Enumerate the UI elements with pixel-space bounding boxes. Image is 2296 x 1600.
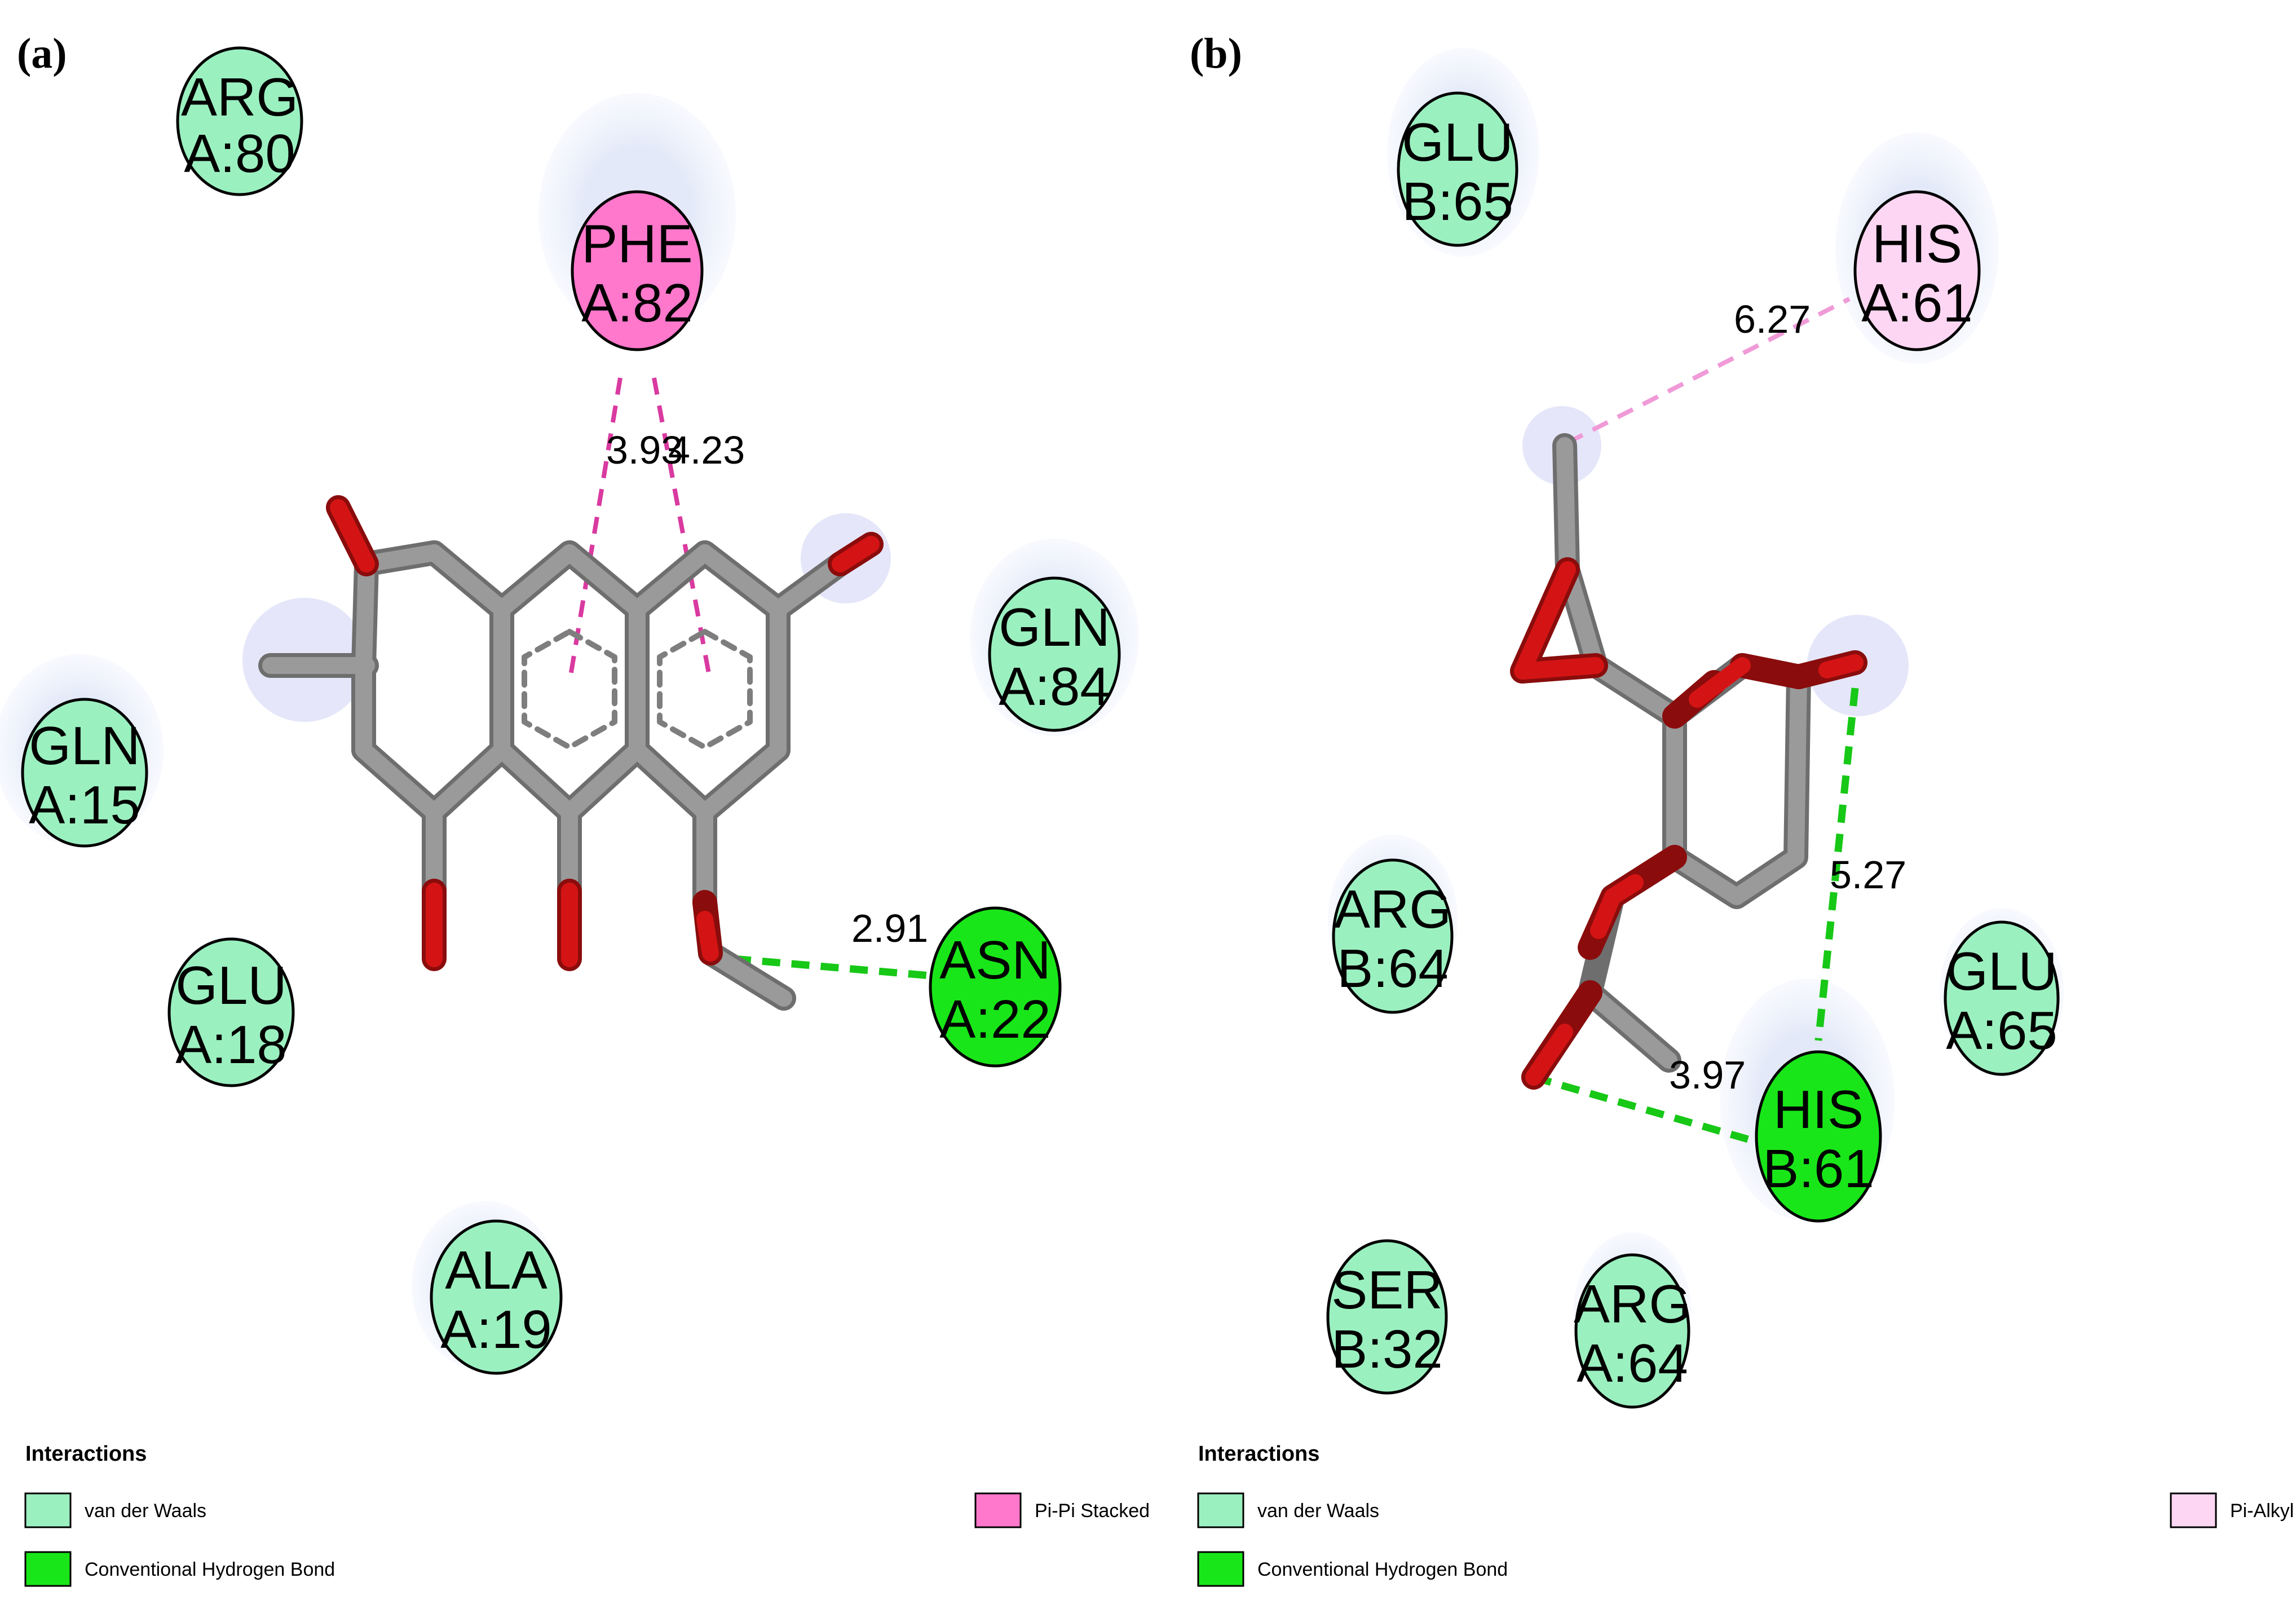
residue-glu65b-name: GLU [1402,112,1513,173]
residue-his61b: HIS B:61 [1755,1050,1882,1223]
molecule-a [258,495,884,1011]
legend-b: Interactions van der Waals Conventional … [1197,1442,2294,1587]
distance-label-hbond-a: 2.91 [851,906,928,950]
residue-gln15-id: A:15 [29,775,140,835]
residue-his61a: HIS A:61 [1853,190,1981,351]
residue-glu18: GLU A:18 [167,937,295,1087]
distance-label-hbond-b1: 5.27 [1830,853,1906,897]
residue-gln15: GLN A:15 [21,698,148,848]
residue-glu18-name: GLU [175,955,286,1016]
legend-b-hbond-swatch [1197,1551,1244,1587]
distance-label-pipi-1: 3.93 [606,428,683,472]
distance-label-hbond-b2: 3.97 [1669,1053,1746,1097]
pialkyl-line [1566,297,1851,445]
pipi-line-2 [652,377,713,683]
legend-a: Interactions van der Waals Conventional … [24,1442,1150,1587]
residue-his61b-id: B:61 [1763,1139,1874,1199]
residue-glu65b-id: B:65 [1402,171,1513,232]
residue-ala19-id: A:19 [440,1299,551,1360]
residue-ala19-name: ALA [445,1240,547,1301]
legend-a-vdw-swatch [24,1492,72,1528]
residue-ala19: ALA A:19 [430,1219,563,1375]
residue-arg64b: ARG B:64 [1332,858,1454,1014]
residue-gln84-id: A:84 [999,656,1110,717]
panel-b: (b) [1190,30,2294,1587]
residue-glu65a: GLU A:65 [1944,920,2060,1076]
residue-glu18-id: A:18 [175,1015,286,1075]
molecule-b [1510,433,1867,1090]
residue-ser32-name: SER [1331,1260,1442,1320]
legend-a-vdw-label: van der Waals [85,1500,206,1522]
residue-phe82-name: PHE [581,214,692,274]
residue-arg64a-name: ARG [1574,1274,1691,1334]
residue-glu65a-name: GLU [1946,941,2057,1002]
residue-arg80: ARG A:80 [176,46,303,196]
panel-b-label: (b) [1190,30,1242,77]
panel-a: (a) [0,30,1150,1587]
legend-a-hbond-label: Conventional Hydrogen Bond [85,1559,335,1580]
residue-gln84-name: GLN [999,597,1110,658]
legend-a-title: Interactions [25,1442,147,1466]
residue-arg64b-name: ARG [1334,879,1451,940]
residue-his61a-id: A:61 [1861,273,1972,333]
hbond-line-b2 [1533,1073,1749,1143]
residue-ser32: SER B:32 [1326,1239,1448,1395]
residue-phe82-id: A:82 [581,273,692,333]
residue-glu65a-id: A:65 [1946,1000,2057,1061]
residue-gln84: GLN A:84 [988,576,1121,732]
distance-label-pipi-2: 4.23 [668,428,745,472]
hbond-line-a [732,955,931,980]
legend-a-pipi-label: Pi-Pi Stacked [1035,1500,1150,1522]
residue-ser32-id: B:32 [1331,1319,1442,1379]
pipi-line-1 [567,377,622,683]
residue-glu65b: GLU B:65 [1397,91,1518,247]
legend-b-vdw-swatch [1197,1492,1244,1528]
panel-b-interaction-lines [1533,297,1859,1143]
legend-b-hbond-label: Conventional Hydrogen Bond [1257,1559,1508,1580]
residue-arg64a-id: A:64 [1577,1333,1688,1394]
distance-label-pialkyl: 6.27 [1734,297,1811,341]
legend-a-pipi-swatch [974,1492,1022,1528]
residue-his61a-name: HIS [1872,214,1962,274]
panel-a-label: (a) [17,30,67,77]
residue-arg64b-id: B:64 [1337,938,1448,999]
legend-b-vdw-label: van der Waals [1257,1500,1379,1522]
residue-asn22: ASN A:22 [929,906,1062,1068]
hbond-line-b1 [1814,687,1859,1041]
residue-arg80-id: A:80 [184,124,295,184]
residue-phe82: PHE A:82 [571,190,704,351]
residue-asn22-name: ASN [939,930,1050,990]
residue-asn22-id: A:22 [939,989,1050,1050]
residue-gln15-name: GLN [29,716,140,776]
residue-his61b-name: HIS [1773,1079,1864,1140]
legend-b-pialkyl-swatch [2170,1492,2217,1528]
legend-b-title: Interactions [1198,1442,1319,1466]
legend-b-pialkyl-label: Pi-Alkyl [2230,1500,2294,1522]
legend-a-hbond-swatch [24,1551,72,1587]
residue-arg80-name: ARG [181,67,298,127]
residue-arg64a: ARG A:64 [1574,1253,1691,1409]
